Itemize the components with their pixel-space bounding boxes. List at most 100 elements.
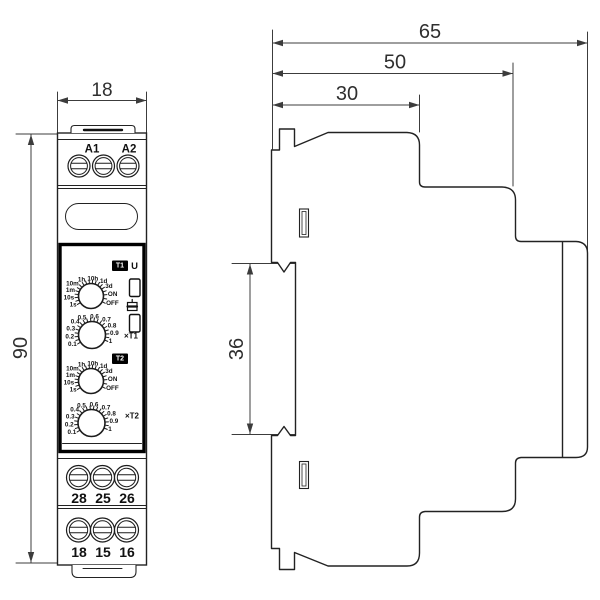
dial-tick (85, 365, 88, 370)
arrowhead (272, 39, 283, 47)
multiplier-dial-t2-label: 1 (108, 426, 112, 433)
dial-tick (76, 387, 81, 390)
dial-tick (101, 371, 105, 375)
multiplier-dial-t1-label: 0.7 (102, 317, 111, 324)
terminal-label-a1: A1 (85, 144, 100, 156)
dial-tick (96, 406, 99, 411)
dial-tick (82, 407, 85, 412)
dial-tick (103, 297, 108, 300)
dial-tick (81, 367, 85, 371)
multiplier-dial-t1-label: 0.3 (66, 325, 75, 332)
dial-tick (76, 372, 81, 375)
time-dial-t2-label: 10h (87, 361, 98, 368)
dial-tick (82, 319, 86, 324)
slotted-screw-icon (116, 154, 140, 178)
height-dim-value: 90 (10, 337, 32, 359)
multiplier-dial-t2-label: 0.4 (70, 407, 79, 414)
dial-tick (75, 384, 80, 387)
vent-slot-bottom (298, 460, 310, 490)
bottom-tab (71, 564, 137, 579)
multiplier-dial-t1-label: 0.4 (71, 319, 80, 326)
terminal-label-a2: A2 (122, 144, 137, 156)
dial-tick (101, 322, 105, 326)
front-view: 18 90 A1 A2 (10, 80, 148, 579)
slotted-screw-icon (65, 464, 92, 491)
arrowhead (246, 264, 254, 275)
time-dial-t1-label: 10m (66, 281, 79, 288)
dial-tick (76, 287, 81, 290)
time-dial-t1-label: 3d (105, 283, 113, 290)
time-dial-t2-label: 10m (66, 366, 79, 373)
t2-badge-text: T2 (116, 356, 124, 363)
arrowhead (57, 97, 68, 104)
dial-tick (99, 320, 103, 324)
arrowhead (272, 70, 283, 77)
time-dial-t1-label: OFF (106, 300, 119, 307)
overall-depth-value: 65 (419, 21, 441, 43)
multiplier-dial-t2-label: 0.3 (66, 413, 75, 420)
dial-tick (79, 410, 83, 414)
arrowhead (246, 423, 254, 434)
time-dial-t1-label: 1d (100, 278, 108, 285)
time-dial-t2-label: 1m (66, 372, 76, 379)
multiplier-dial-t1-label: 0.1 (68, 341, 77, 348)
dial-knob (77, 408, 106, 438)
multiplier-dial-t2-label: 0.6 (90, 402, 99, 409)
terminal-block-bottom: 18 15 16 (65, 517, 140, 560)
time-dial-t1-label: 10h (87, 276, 98, 283)
dial-tick (102, 290, 107, 293)
led-indicator-icon (128, 313, 141, 333)
time-dial-t1-label: 10s (64, 294, 75, 301)
terminal-num: 16 (119, 544, 135, 560)
time-dial-t2-label: 1h (78, 362, 86, 369)
dial-tick (81, 282, 85, 286)
dial-tick (98, 408, 102, 412)
time-dial-t2-label: 3d (105, 368, 113, 375)
supply-label: U (131, 261, 138, 272)
slotted-screw-icon (67, 154, 91, 178)
slotted-screw-icon (113, 517, 140, 543)
time-dial-t1-label: 1m (66, 287, 76, 294)
multiplier-dial-t2-label: 0.7 (102, 405, 111, 412)
arrowhead (272, 101, 283, 109)
dial-tick (96, 318, 99, 323)
dial-knob (77, 320, 107, 350)
dial-knob (77, 282, 105, 310)
arrowhead (409, 101, 420, 109)
width-dim-value: 18 (91, 80, 112, 101)
dial-tick (97, 281, 100, 286)
dial-tick (102, 375, 107, 378)
front-depth-value: 30 (336, 83, 358, 105)
depth-dimensions: 65 50 30 (272, 21, 588, 253)
screw-row (65, 464, 140, 491)
dial-tick (85, 406, 88, 411)
dial-tick (101, 410, 105, 414)
slotted-screw-icon (89, 464, 116, 491)
top-tab (70, 124, 136, 134)
arrowhead (502, 70, 513, 77)
dial-tick (104, 339, 109, 342)
mid-depth-dimension: 50 (272, 52, 514, 77)
dial-tick (103, 414, 107, 417)
terminal-block-middle: 28 25 26 (57, 458, 147, 509)
slotted-screw-icon (91, 154, 116, 178)
dial-tick (102, 301, 106, 304)
multiplier-dial-t2-label: 0.2 (65, 421, 74, 428)
dial-tick (103, 382, 108, 385)
marking-recess (65, 203, 138, 230)
dial-tick (75, 290, 80, 293)
time-dial-t2-label: 10s (64, 379, 75, 386)
module-side-outline (270, 128, 589, 571)
multiplier-dial-t2-label: 0.5 (77, 402, 86, 409)
arrowhead (27, 134, 35, 145)
arrowhead (27, 552, 35, 563)
time-dial-t1-label: ON (108, 291, 118, 298)
time-dial-t2-label: 1s (70, 387, 78, 394)
dial-tick (77, 341, 81, 345)
rail-dimension: 36 (226, 263, 297, 435)
